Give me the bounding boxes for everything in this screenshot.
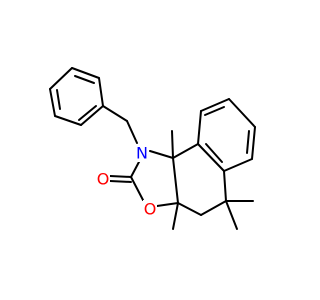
bond-c4-c5 — [200, 200, 227, 216]
carbonyl-oxygen-label: O — [97, 170, 110, 189]
atom-labels: N O O — [96, 144, 157, 219]
bond-ph6 — [49, 67, 73, 90]
bond-o1-c3a — [156, 202, 179, 207]
bond-ar6 — [197, 110, 202, 145]
bond-c3a-me — [172, 202, 179, 230]
bond-ph-inner1 — [74, 75, 95, 84]
ring-oxygen-label-bg — [143, 200, 157, 218]
bond-n-c2 — [130, 159, 141, 178]
bond-c3a-c9b — [172, 157, 179, 204]
bond-c5-me2 — [225, 200, 238, 230]
bond-c9b-me — [171, 130, 174, 159]
structure-diagram: N O O — [49, 67, 256, 230]
ring-oxygen-label: O — [144, 200, 157, 219]
bond-ph-inner2 — [78, 105, 97, 121]
bond-c2-co-b — [109, 180, 132, 183]
bond-ph5 — [49, 88, 56, 117]
bonds — [49, 67, 256, 230]
bond-ph2 — [98, 77, 104, 107]
bond-ar3 — [251, 126, 256, 160]
bond-ar2 — [223, 158, 253, 172]
bond-ph1 — [71, 67, 100, 79]
bond-ch2-n — [126, 120, 138, 144]
bond-ar-inner2 — [246, 130, 250, 154]
nitrogen-label: N — [136, 144, 148, 163]
bond-n-c9b — [149, 150, 174, 159]
bond-c3a-c4 — [177, 202, 202, 216]
bond-ph3 — [80, 105, 104, 126]
carbonyl-oxygen-label-bg — [96, 170, 110, 188]
bond-ar5 — [200, 98, 230, 112]
bond-c2-co-a — [109, 175, 132, 178]
nitrogen-label-bg — [135, 144, 149, 162]
bond-c5-c5a — [223, 170, 227, 202]
bond-ph-inner3 — [56, 89, 61, 110]
bond-ar-inner1 — [205, 143, 223, 163]
bond-ph-ch2 — [102, 105, 128, 122]
bond-c9b-c9a — [172, 143, 199, 159]
bond-ph4 — [54, 115, 82, 126]
bond-ar4 — [228, 98, 256, 128]
bond-ar-inner3 — [204, 106, 225, 116]
bond-c2-o1 — [130, 176, 144, 201]
bond-ar1 — [197, 143, 225, 172]
